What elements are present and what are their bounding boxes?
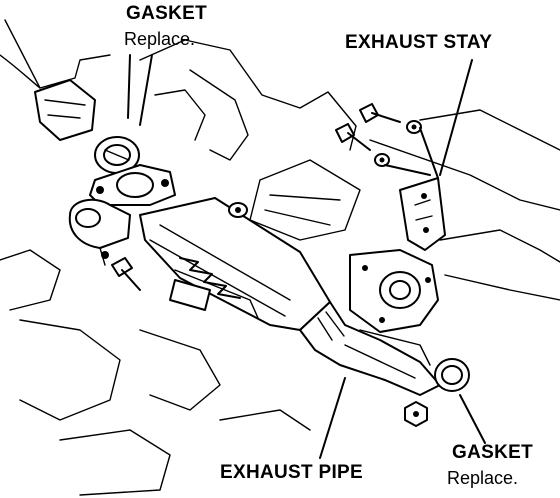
gasket-top-note: Replace. — [124, 29, 196, 49]
mount-bolt — [228, 202, 248, 218]
left-stud-bolt — [111, 257, 141, 291]
leader-lines — [127, 54, 486, 459]
rear-flange — [349, 249, 439, 333]
bottom-gasket-part — [434, 358, 470, 392]
exhaust-stay-label: EXHAUST STAY — [345, 32, 493, 53]
gasket-top-title: GASKET — [126, 3, 207, 24]
catalytic-converter — [139, 197, 331, 331]
left-pipe-bend — [68, 198, 131, 266]
gasket-bottom-title: GASKET — [452, 442, 533, 463]
manifold-flange — [89, 164, 176, 206]
gasket-bottom-note: Replace. — [447, 468, 519, 488]
exhaust-pipe-label: EXHAUST PIPE — [220, 462, 363, 483]
exhaust-stay-part — [399, 177, 446, 251]
stay-bolts — [335, 103, 422, 167]
flange-nut — [404, 401, 428, 427]
chassis-outline — [0, 19, 560, 496]
top-gasket-part — [94, 136, 140, 174]
